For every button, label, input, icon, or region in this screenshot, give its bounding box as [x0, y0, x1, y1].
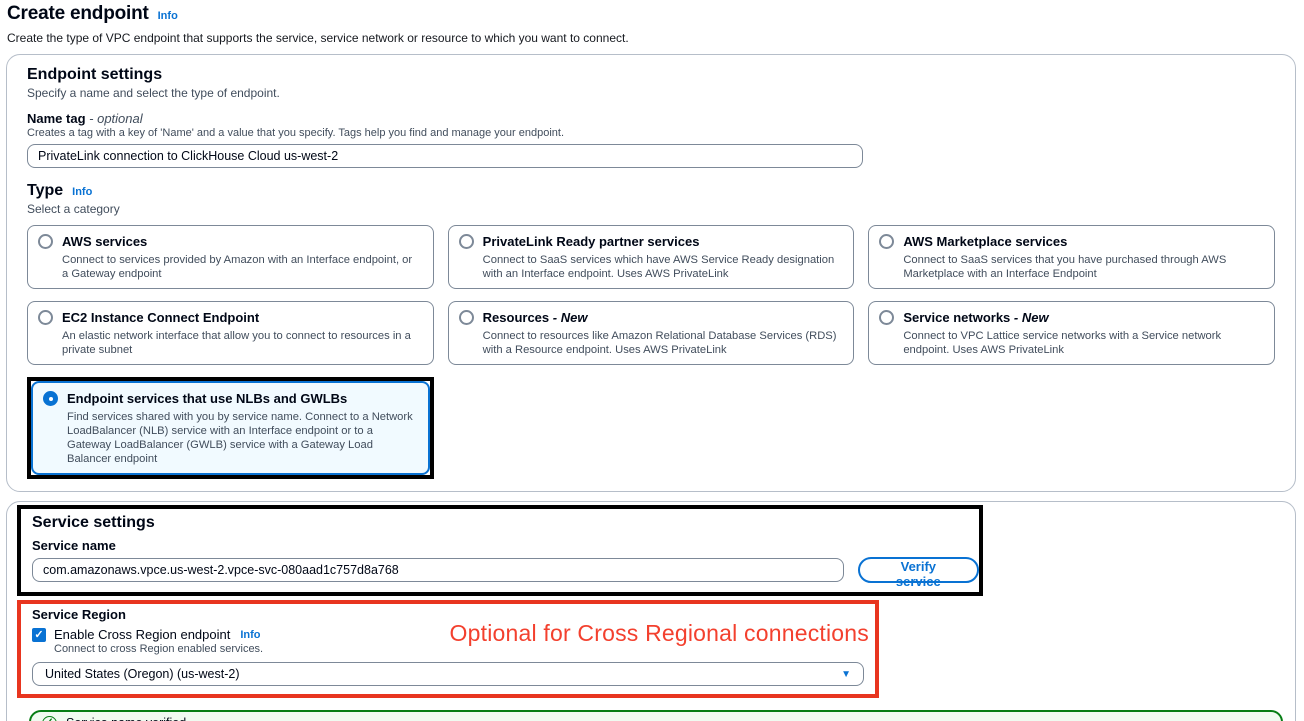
- type-info-link[interactable]: Info: [72, 186, 93, 198]
- tile-description: Find services shared with you by service…: [67, 411, 413, 465]
- radio-icon[interactable]: [38, 310, 53, 325]
- tile-label: Service networks: [903, 310, 1011, 325]
- service-region-select[interactable]: United States (Oregon) (us-west-2) ▼: [32, 662, 864, 686]
- service-verified-alert-text: Service name verified.: [66, 716, 190, 721]
- tile-label: AWS Marketplace services: [903, 234, 1068, 249]
- tile-ec2-instance-connect[interactable]: EC2 Instance Connect Endpoint An elastic…: [27, 301, 434, 365]
- chevron-down-icon: ▼: [841, 668, 851, 680]
- tile-label: PrivateLink Ready partner services: [482, 234, 700, 249]
- tile-description: Connect to services provided by Amazon w…: [62, 254, 413, 280]
- page-info-link[interactable]: Info: [157, 10, 178, 22]
- tile-label: EC2 Instance Connect Endpoint: [62, 310, 260, 325]
- cross-region-help: Connect to cross Region enabled services…: [54, 643, 264, 655]
- cross-region-annotation-note: Optional for Cross Regional connections: [449, 620, 869, 646]
- service-name-label: Service name: [32, 538, 116, 553]
- radio-icon[interactable]: [458, 310, 474, 325]
- tile-label: Resources: [482, 310, 550, 325]
- name-tag-label: Name tag - optional: [27, 111, 143, 126]
- endpoint-settings-description: Specify a name and select the type of en…: [27, 86, 280, 100]
- tile-new-badge: - New: [552, 310, 588, 325]
- tile-description: An elastic network interface that allow …: [62, 330, 411, 356]
- page-header: Create endpoint Info Create the type of V…: [6, 3, 1296, 45]
- cross-region-checkbox[interactable]: ✓: [32, 627, 46, 642]
- name-tag-optional: - optional: [89, 111, 143, 126]
- tile-endpoint-services-nlb-gwlb[interactable]: Endpoint services that use NLBs and GWLB…: [31, 381, 430, 475]
- service-settings-annotation-box: Service settings Service name Verify ser…: [17, 505, 983, 596]
- endpoint-settings-heading: Endpoint settings: [27, 66, 163, 83]
- service-region-selected-value: United States (Oregon) (us-west-2): [45, 667, 240, 681]
- name-tag-input[interactable]: [27, 144, 863, 168]
- tile-description: Connect to VPC Lattice service networks …: [903, 330, 1222, 356]
- tile-aws-services[interactable]: AWS services Connect to services provide…: [27, 225, 434, 289]
- service-name-input[interactable]: [32, 558, 844, 582]
- cross-region-checkbox-label: Enable Cross Region endpoint: [54, 627, 231, 642]
- service-settings-heading: Service settings: [32, 514, 155, 531]
- service-name-row: Verify service: [32, 557, 979, 589]
- service-settings-card: Service settings Service name Verify ser…: [6, 501, 1296, 721]
- tile-resources[interactable]: Resources - New Connect to resources lik…: [447, 301, 855, 365]
- tile-aws-marketplace-services[interactable]: AWS Marketplace services Connect to SaaS…: [868, 225, 1275, 289]
- success-check-icon: ✓: [42, 715, 57, 721]
- tile-description: Connect to SaaS services that you have p…: [903, 254, 1227, 280]
- page-subtitle: Create the type of VPC endpoint that sup…: [7, 31, 629, 45]
- verify-service-button[interactable]: Verify service: [857, 557, 979, 589]
- radio-selected-icon[interactable]: [43, 391, 58, 406]
- service-region-label: Service Region: [32, 607, 126, 622]
- service-region-annotation-box: Service Region ✓ Enable Cross Region end…: [17, 600, 879, 698]
- type-description: Select a category: [27, 202, 120, 216]
- type-heading-row: Type Info Select a category: [27, 182, 1275, 216]
- cross-region-info-link[interactable]: Info: [240, 628, 261, 641]
- radio-icon[interactable]: [38, 234, 53, 249]
- radio-icon[interactable]: [879, 234, 895, 249]
- radio-icon[interactable]: [458, 234, 474, 249]
- endpoint-type-grid: AWS services Connect to services provide…: [27, 225, 1275, 479]
- radio-icon[interactable]: [879, 310, 895, 325]
- name-tag-help: Creates a tag with a key of 'Name' and a…: [27, 127, 565, 139]
- tile-label: Endpoint services that use NLBs and GWLB…: [67, 391, 348, 406]
- tile-service-networks[interactable]: Service networks - New Connect to VPC La…: [868, 301, 1275, 365]
- page-title: Create endpoint: [7, 3, 149, 24]
- tile-new-badge: - New: [1013, 310, 1049, 325]
- cross-region-checkbox-row: ✓ Enable Cross Region endpoint Info: [32, 627, 875, 642]
- selected-tile-annotation-box: Endpoint services that use NLBs and GWLB…: [27, 377, 434, 479]
- tile-label: AWS services: [62, 234, 148, 249]
- tile-privatelink-partner-services[interactable]: PrivateLink Ready partner services Conne…: [447, 225, 855, 289]
- endpoint-settings-card: Endpoint settings Specify a name and sel…: [6, 54, 1296, 492]
- type-heading: Type: [27, 182, 64, 199]
- tile-description: Connect to SaaS services which have AWS …: [482, 254, 835, 280]
- tile-description: Connect to resources like Amazon Relatio…: [482, 330, 837, 356]
- service-verified-alert: ✓ Service name verified.: [29, 710, 1283, 721]
